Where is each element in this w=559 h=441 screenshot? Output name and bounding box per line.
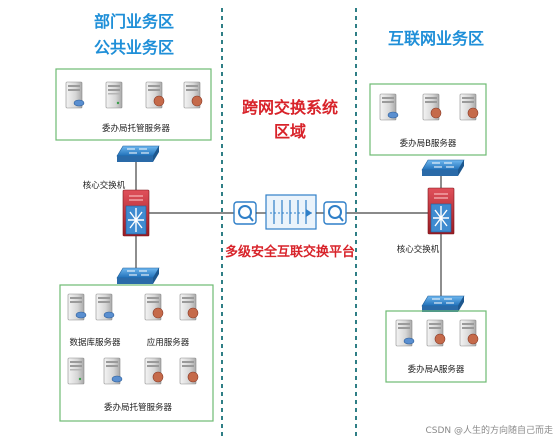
- left-core-switch-label: 核心交换机: [83, 180, 126, 191]
- server-icon: [422, 93, 442, 121]
- server-icon: [379, 93, 399, 121]
- right-bottom-server-group: [385, 310, 487, 383]
- db-server-label: 数据库服务器: [69, 337, 121, 348]
- left-top-server-group: [55, 68, 212, 141]
- dept-zone-title-line2: 公共业务区: [94, 38, 174, 57]
- switch-icon: [116, 267, 160, 285]
- server-icon: [103, 357, 123, 385]
- dept-zone-title-line1: 部门业务区: [94, 12, 174, 31]
- watermark: CSDN @人生的方向随自己而走: [425, 424, 553, 436]
- left-top-servers-label: 委办局托管服务器: [102, 123, 171, 134]
- switch-icon: [421, 295, 465, 313]
- app-server-label: 应用服务器: [147, 337, 190, 348]
- server-icon: [179, 357, 199, 385]
- server-icon: [67, 293, 87, 321]
- server-icon: [144, 357, 164, 385]
- left-bottom-server-group: [59, 284, 214, 422]
- gateway-icon: [233, 201, 257, 225]
- cross-zone-title-line2: 区域: [274, 122, 306, 141]
- switch-icon: [421, 159, 465, 177]
- platform-label: 多级安全互联交换平台: [225, 244, 355, 260]
- exchange-device-icon: [265, 194, 317, 230]
- internet-zone-title: 互联网业务区: [388, 29, 484, 48]
- right-core-switch-label: 核心交换机: [397, 244, 440, 255]
- server-icon: [67, 357, 85, 385]
- cross-zone-title-line1: 跨网交换系统: [242, 98, 338, 117]
- server-icon: [395, 319, 415, 347]
- server-icon: [459, 319, 479, 347]
- server-icon: [183, 81, 203, 109]
- server-icon: [459, 93, 479, 121]
- server-icon: [179, 293, 199, 321]
- server-icon: [145, 81, 165, 109]
- server-icon: [65, 81, 85, 109]
- gateway-icon: [323, 201, 347, 225]
- server-icon: [426, 319, 446, 347]
- left-bottom-servers-label: 委办局托管服务器: [104, 402, 173, 413]
- core-switch-icon: [427, 187, 455, 235]
- core-switch-icon: [122, 189, 150, 237]
- server-icon: [105, 81, 123, 109]
- right-top-servers-label: 委办局B服务器: [400, 138, 457, 149]
- switch-icon: [116, 145, 160, 163]
- server-icon: [144, 293, 164, 321]
- server-icon: [95, 293, 115, 321]
- right-bottom-servers-label: 委办局A服务器: [408, 364, 465, 375]
- right-top-server-group: [369, 83, 487, 156]
